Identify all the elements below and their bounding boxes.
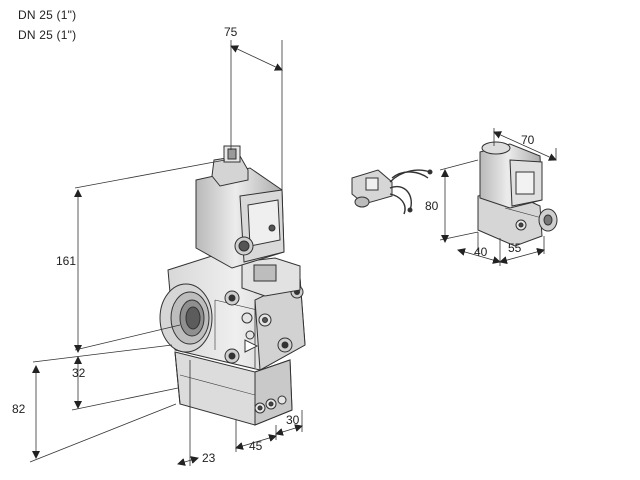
top-cap [211, 145, 249, 187]
header-line-1: DN 25 (1") [18, 8, 77, 22]
lower-port-screws [254, 395, 287, 414]
solenoid-actuator [195, 167, 285, 269]
inlet-port [159, 283, 213, 353]
main-valve [159, 145, 306, 426]
dim-45: 45 [249, 439, 263, 453]
dim-55: 55 [508, 241, 522, 255]
header-line-2: DN 25 (1") [18, 28, 77, 42]
dim-30: 30 [286, 413, 300, 427]
dim-80: 80 [425, 199, 439, 213]
flow-arrow [244, 339, 259, 353]
dim-40: 40 [474, 245, 488, 259]
dim-75: 75 [224, 25, 238, 39]
body-screws [224, 285, 304, 364]
small-valve [477, 141, 558, 247]
dim-161: 161 [56, 254, 76, 268]
dimension-lines [29, 40, 557, 466]
dimension-labels: 75 161 32 82 23 45 30 70 80 40 55 [12, 25, 535, 465]
dim-32: 32 [72, 366, 86, 380]
dim-82: 82 [12, 402, 26, 416]
connector-plug [351, 169, 433, 215]
dim-23: 23 [202, 451, 216, 465]
dim-70: 70 [521, 133, 535, 147]
